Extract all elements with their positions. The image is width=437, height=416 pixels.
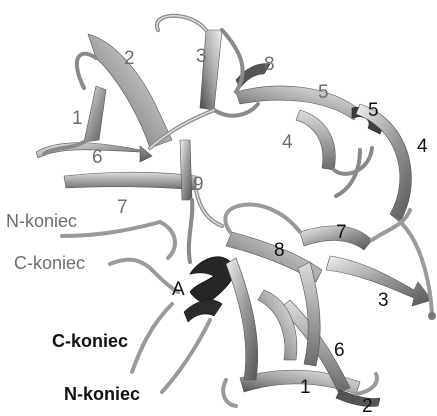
domain1-strand-1 [84,86,106,142]
label-d2-7: 7 [336,222,347,243]
chain-end-marker [428,312,436,320]
label-d2-5: 5 [368,100,379,121]
label-d2-1: 1 [300,377,311,398]
label-c-terminus-upper: C-koniec [14,253,85,273]
label-d1-4: 4 [282,132,293,153]
label-d2-2: 2 [362,396,373,416]
domain1-strand-4 [296,110,335,170]
label-helix-a: A [172,279,185,300]
label-d1-1: 1 [72,108,83,129]
domain2-strand-4 [226,258,258,380]
label-d2-3: 3 [378,290,389,311]
domain1-strand-3 [200,30,222,110]
label-d2-6: 6 [334,340,345,361]
terminus-labels: N-koniec C-koniec C-koniec N-koniec [6,211,140,404]
label-d1-9: 9 [193,174,204,195]
label-d1-8: 8 [264,54,275,75]
label-d2-8: 8 [274,240,285,261]
label-d1-3: 3 [196,46,207,67]
helix-a-tail [184,300,222,322]
domain1-strand-9 [180,140,192,200]
label-d1-7: 7 [117,197,128,218]
label-d1-5: 5 [318,82,329,103]
label-n-terminus-lower: N-koniec [64,384,140,404]
label-d1-2: 2 [124,48,135,69]
domain1-strand-7 [64,172,196,190]
label-d1-6: 6 [92,147,103,168]
label-c-terminus-lower: C-koniec [52,331,128,351]
label-n-terminus-upper: N-koniec [6,211,77,231]
label-d2-4: 4 [417,136,428,157]
domain2-strand-5 [258,290,297,360]
